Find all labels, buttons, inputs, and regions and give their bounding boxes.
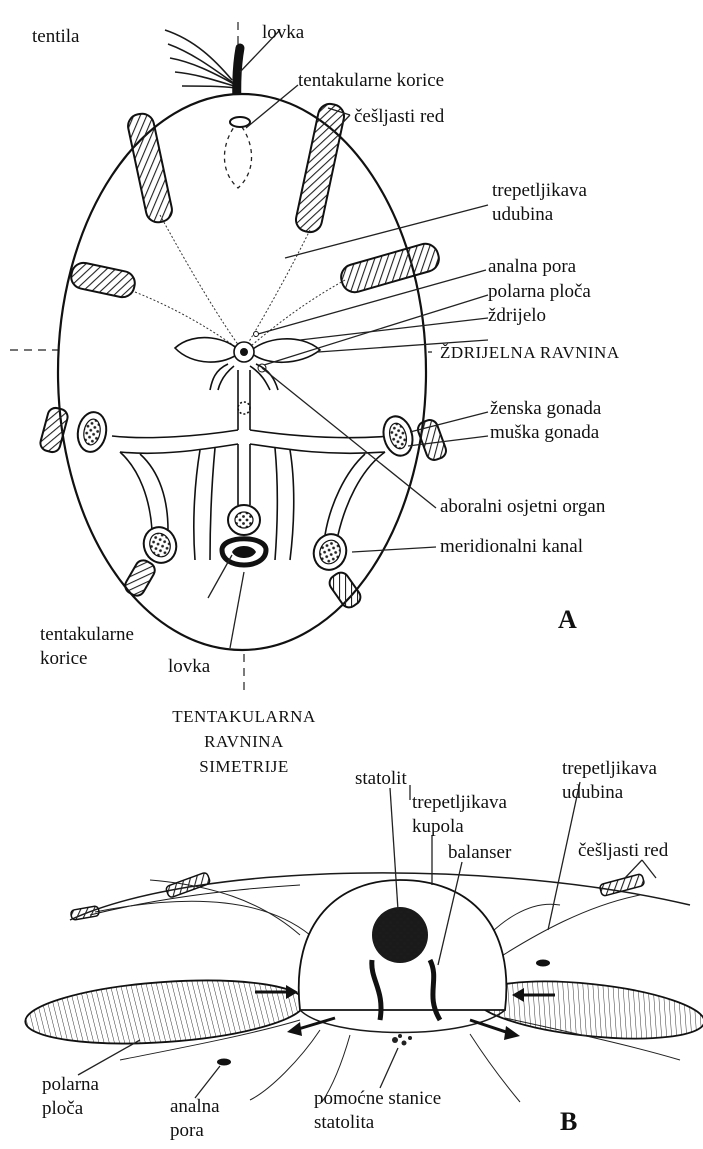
label-trepetljikava-kupola-2: kupola [412, 816, 464, 837]
ciliated-groove-left-b [95, 880, 310, 935]
label-muska-gonada: muška gonada [490, 422, 600, 443]
label-polarna-ploca-b-2: ploča [42, 1098, 84, 1119]
label-trepetljikava-kupola-1: trepetljikava [412, 792, 508, 813]
label-trepetljikava-udubina-b-2: udubina [562, 782, 624, 803]
label-tentakularne-korice-top: tentakularne korice [298, 70, 444, 91]
label-tentakularna-ravnina-2: RAVNINA [204, 732, 284, 751]
label-trepetljikava-udubina-b-1: trepetljikava [562, 758, 658, 779]
label-zenska-gonada: ženska gonada [490, 398, 602, 419]
label-trepetljikava-udubina-a-1: trepetljikava [492, 180, 588, 201]
label-lovka-top: lovka [262, 22, 305, 43]
label-zdrijelna-ravnina: ŽDRIJELNA RAVNINA [440, 343, 620, 362]
anal-pore-left-b [217, 1059, 231, 1066]
label-aboralni-osjetni-organ: aboralni osjetni organ [440, 496, 606, 517]
label-cesljasti-red-a: češljasti red [354, 106, 445, 127]
label-tentakularne-korice-bottom-2: korice [40, 648, 87, 669]
comb-row-b-right [599, 874, 645, 897]
tentacle-sheath-opening [230, 117, 250, 127]
statolith-b-texture [372, 907, 428, 963]
label-meridionalni-kanal: meridionalni kanal [440, 536, 583, 557]
label-cesljasti-red-b: češljasti red [578, 840, 669, 861]
tentilla-filaments [165, 30, 236, 88]
comb-row-lower-right [416, 418, 448, 462]
panel-letter-b: B [560, 1107, 577, 1136]
anal-pore-right-b [536, 960, 550, 967]
label-trepetljikava-udubina-a-2: udubina [492, 204, 554, 225]
label-statolit: statolit [355, 768, 407, 789]
statolith-a [240, 348, 248, 356]
figure-b-diagram: statolit trepetljikava kupola trepetljik… [23, 758, 703, 1141]
label-zdrijelo: ždrijelo [488, 305, 546, 326]
panel-letter-a: A [558, 605, 577, 634]
label-balanser: balanser [448, 842, 512, 863]
polar-plate-left-b [23, 972, 307, 1051]
label-analna-pora-b-2: pora [170, 1120, 204, 1141]
label-polarna-ploca-b-1: polarna [42, 1074, 100, 1095]
label-lovka-bottom: lovka [168, 656, 211, 677]
comb-row-b-left-2 [70, 906, 99, 921]
figure-a-diagram: tentila lovka tentakularne korice češlja… [10, 22, 620, 776]
anal-pore-a [254, 332, 259, 337]
label-pomocne-stanice-2: statolita [314, 1112, 375, 1133]
label-analna-pora-a: analna pora [488, 256, 577, 277]
label-analna-pora-b-1: analna [170, 1096, 220, 1117]
label-tentila: tentila [32, 26, 80, 47]
label-tentakularna-ravnina-3: SIMETRIJE [199, 757, 289, 776]
label-tentakularna-ravnina-1: TENTAKULARNA [172, 707, 316, 726]
label-pomocne-stanice-1: pomoćne stanice [314, 1088, 441, 1109]
tentacle-sheath-bottom-upper [228, 505, 260, 535]
statolith-support-cells [392, 1034, 412, 1046]
label-tentakularne-korice-bottom-1: tentakularne [40, 624, 134, 645]
label-polarna-ploca-a: polarna ploča [488, 281, 591, 302]
